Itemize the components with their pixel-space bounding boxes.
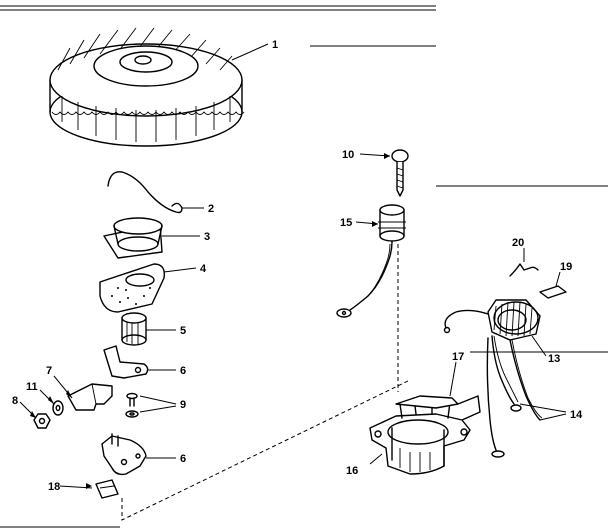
callout-13: 13 [548, 353, 560, 365]
callout-9: 9 [180, 399, 186, 411]
callout-6-upper: 6 [180, 365, 186, 377]
callout-19: 19 [560, 261, 572, 273]
callout-1: 1 [272, 39, 278, 51]
assembly-path [121, 244, 411, 521]
arrowheads [30, 153, 390, 489]
bracket-part-7: 7 [46, 365, 113, 411]
base-plate-part-6b: 6 [101, 433, 186, 476]
washer-part-11: 11 [26, 381, 64, 416]
leads-part-14: 14 [486, 335, 583, 458]
condenser-part-15: 15 [336, 204, 406, 318]
screws-part-9: 9 [125, 392, 186, 418]
terminal-screw-part-10: 10 [342, 149, 409, 197]
bushing-part-5: 5 [121, 312, 186, 346]
callout-7: 7 [46, 365, 52, 377]
breaker-arm-part-6a: 6 [103, 345, 186, 379]
breaker-housing-part-16: 16 17 [346, 351, 481, 477]
callout-2: 2 [208, 203, 214, 215]
callout-5: 5 [180, 325, 186, 337]
clip-part-19: 19 [539, 261, 572, 299]
callout-18: 18 [48, 481, 60, 493]
spring-clip-part-2: 2 [107, 171, 214, 215]
callout-15: 15 [340, 217, 352, 229]
coil-part-13: 13 [443, 299, 560, 365]
callout-20: 20 [512, 237, 524, 249]
callout-4: 4 [200, 263, 207, 275]
nut-part-8: 8 [12, 395, 51, 429]
callout-17: 17 [452, 351, 464, 363]
flywheel-part-1: 1 [49, 27, 278, 147]
spring-wire-part-20: 20 [509, 237, 539, 277]
gasket-part-4: 4 [99, 263, 207, 313]
header-rules [0, 5, 608, 528]
callout-16: 16 [346, 465, 358, 477]
cover-part-3: 3 [103, 217, 210, 259]
callout-3: 3 [204, 231, 210, 243]
felt-pad-part-18: 18 [48, 479, 119, 499]
callout-14: 14 [570, 409, 583, 421]
callout-10: 10 [342, 149, 354, 161]
callout-6-lower: 6 [180, 453, 186, 465]
callout-8: 8 [12, 395, 18, 407]
callout-11: 11 [26, 381, 38, 393]
